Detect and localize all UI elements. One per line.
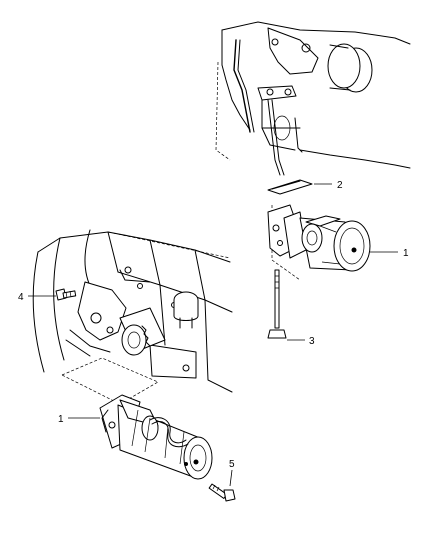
bolt-part-3	[267, 269, 287, 339]
callout-2: 2	[337, 180, 343, 191]
bolt-part-4	[55, 288, 77, 301]
callout-1-top: 1	[403, 248, 409, 259]
lower-engine-block	[32, 229, 233, 393]
callout-5: 5	[229, 459, 235, 470]
lower-starter-motor	[99, 394, 213, 480]
callout-3: 3	[309, 336, 315, 347]
placement-frame	[61, 357, 159, 405]
bolt-part-5	[208, 483, 236, 502]
leader-line-5	[229, 469, 233, 487]
gasket-part-2	[267, 179, 313, 195]
callout-1-bottom: 1	[58, 414, 64, 425]
upper-starter-motor	[267, 204, 371, 281]
callout-4: 4	[18, 292, 24, 303]
upper-engine-block	[215, 21, 411, 176]
